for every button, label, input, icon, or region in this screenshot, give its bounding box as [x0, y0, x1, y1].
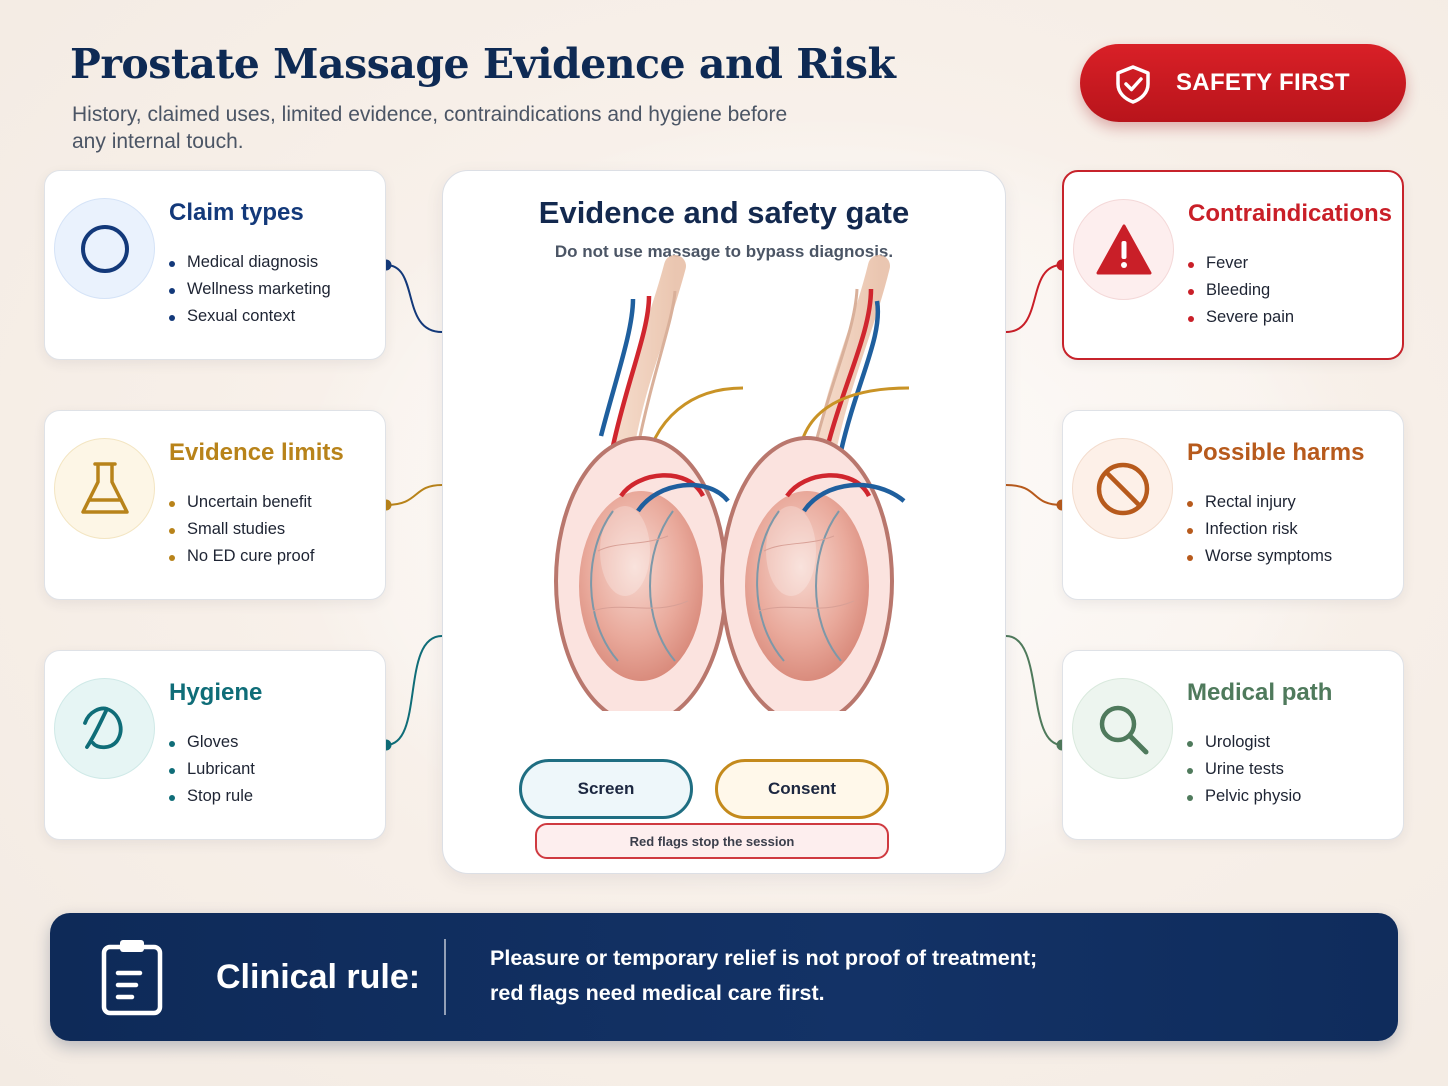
hygiene-card: Hygiene Gloves Lubricant Stop rule	[44, 650, 386, 840]
claim-types-title: Claim types	[169, 199, 304, 226]
contraindications-card: Contraindications Fever Bleeding Severe …	[1062, 170, 1404, 360]
contraindications-list: Fever Bleeding Severe pain	[1188, 250, 1294, 331]
clinical-rule-banner: Clinical rule: Pleasure or temporary rel…	[50, 913, 1398, 1041]
glove-loop-icon	[54, 678, 155, 779]
circle-icon	[54, 198, 155, 299]
list-item: Worse symptoms	[1187, 543, 1332, 570]
gate-subtitle: Do not use massage to bypass diagnosis.	[554, 242, 894, 261]
list-item: Bleeding	[1188, 277, 1294, 304]
red-flag-banner: Red flags stop the session	[535, 823, 889, 859]
medical-path-list: Urologist Urine tests Pelvic physio	[1187, 729, 1301, 810]
hygiene-title: Hygiene	[169, 679, 263, 706]
anatomy-illustration	[554, 255, 910, 711]
rule-divider	[444, 939, 446, 1015]
flask-icon	[54, 438, 155, 539]
list-item: Urologist	[1187, 729, 1301, 756]
contraindications-title: Contraindications	[1188, 200, 1393, 227]
evidence-limits-list: Uncertain benefit Small studies No ED cu…	[169, 489, 314, 570]
prohibited-icon	[1072, 438, 1173, 539]
claim-types-list: Medical diagnosis Wellness marketing Sex…	[169, 249, 331, 330]
list-item: Small studies	[169, 516, 314, 543]
clipboard-icon	[101, 940, 163, 1016]
evidence-limits-title: Evidence limits	[169, 439, 344, 466]
hygiene-list: Gloves Lubricant Stop rule	[169, 729, 255, 810]
evidence-safety-gate-panel: Evidence and safety gate Do not use mass…	[442, 170, 1006, 874]
page-title: Prostate Massage Evidence and Risk	[70, 40, 896, 88]
clinical-rule-line2: red flags need medical care first.	[490, 981, 825, 1005]
clinical-rule-line1: Pleasure or temporary relief is not proo…	[490, 946, 1038, 970]
medical-path-title: Medical path	[1187, 679, 1333, 706]
possible-harms-title: Possible harms	[1187, 439, 1365, 466]
list-item: Medical diagnosis	[169, 249, 331, 276]
list-item: Lubricant	[169, 756, 255, 783]
list-item: Severe pain	[1188, 304, 1294, 331]
possible-harms-card: Possible harms Rectal injury Infection r…	[1062, 410, 1404, 600]
clinical-rule-label: Clinical rule:	[216, 958, 421, 996]
consent-button[interactable]: Consent	[715, 759, 889, 819]
list-item: Gloves	[169, 729, 255, 756]
list-item: Rectal injury	[1187, 489, 1332, 516]
medical-path-card: Medical path Urologist Urine tests Pelvi…	[1062, 650, 1404, 840]
claim-types-card: Claim types Medical diagnosis Wellness m…	[44, 170, 386, 360]
safety-first-badge: SAFETY FIRST	[1080, 44, 1406, 122]
list-item: Wellness marketing	[169, 276, 331, 303]
page-subtitle: History, claimed uses, limited evidence,…	[72, 103, 788, 153]
screen-button[interactable]: Screen	[519, 759, 693, 819]
list-item: Fever	[1188, 250, 1294, 277]
list-item: Infection risk	[1187, 516, 1332, 543]
possible-harms-list: Rectal injury Infection risk Worse sympt…	[1187, 489, 1332, 570]
magnifier-icon	[1072, 678, 1173, 779]
clinical-rule-text: Pleasure or temporary relief is not proo…	[490, 941, 1130, 1011]
shield-check-icon	[1116, 65, 1150, 104]
warning-icon	[1073, 199, 1174, 300]
safety-badge-label: SAFETY FIRST	[1176, 69, 1350, 96]
list-item: Stop rule	[169, 783, 255, 810]
list-item: No ED cure proof	[169, 543, 314, 570]
evidence-limits-card: Evidence limits Uncertain benefit Small …	[44, 410, 386, 600]
gate-title: Evidence and safety gate	[538, 195, 910, 230]
list-item: Uncertain benefit	[169, 489, 314, 516]
list-item: Sexual context	[169, 303, 331, 330]
list-item: Urine tests	[1187, 756, 1301, 783]
list-item: Pelvic physio	[1187, 783, 1301, 810]
